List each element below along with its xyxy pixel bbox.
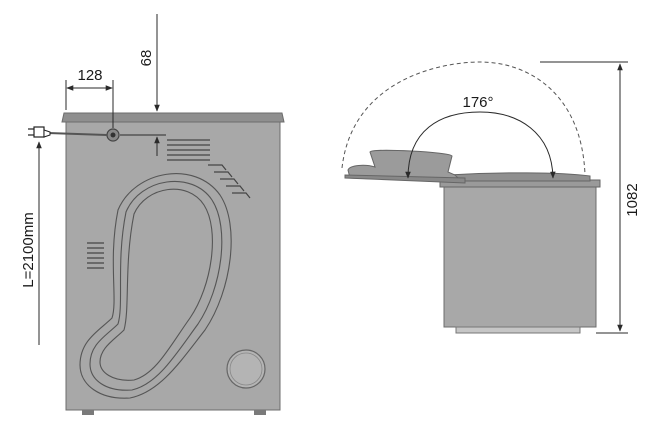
rear-view-top-cover xyxy=(61,112,285,123)
air-duct-middle xyxy=(89,180,223,391)
side-view-plinth xyxy=(455,326,581,334)
step-vents xyxy=(208,164,251,199)
rear-view: 128 68 L=2100mm xyxy=(20,14,285,415)
air-duct-inner xyxy=(99,188,213,381)
side-view-body xyxy=(443,186,597,328)
side-vents xyxy=(87,242,104,269)
rear-view-foot-left xyxy=(82,410,94,415)
side-view: 176° 1082 xyxy=(341,61,641,334)
lid-swing-arc xyxy=(341,61,586,176)
upper-vents xyxy=(167,139,210,161)
dim-128-label: 128 xyxy=(77,67,102,84)
power-plug-icon xyxy=(28,126,51,138)
power-cable xyxy=(47,132,108,136)
cable-inlet-center xyxy=(110,132,116,138)
dim-height-label: 1082 xyxy=(624,183,641,216)
service-cap xyxy=(226,349,266,389)
angle-label: 176° xyxy=(462,94,493,111)
angle-arc xyxy=(405,111,556,179)
dim-cable-label: L=2100mm xyxy=(20,212,37,287)
dim-68-label: 68 xyxy=(138,50,155,67)
rear-view-foot-right xyxy=(254,410,266,415)
air-duct-outer xyxy=(79,173,232,399)
service-cap-rim xyxy=(229,352,263,386)
side-view-top-edge xyxy=(447,172,591,182)
